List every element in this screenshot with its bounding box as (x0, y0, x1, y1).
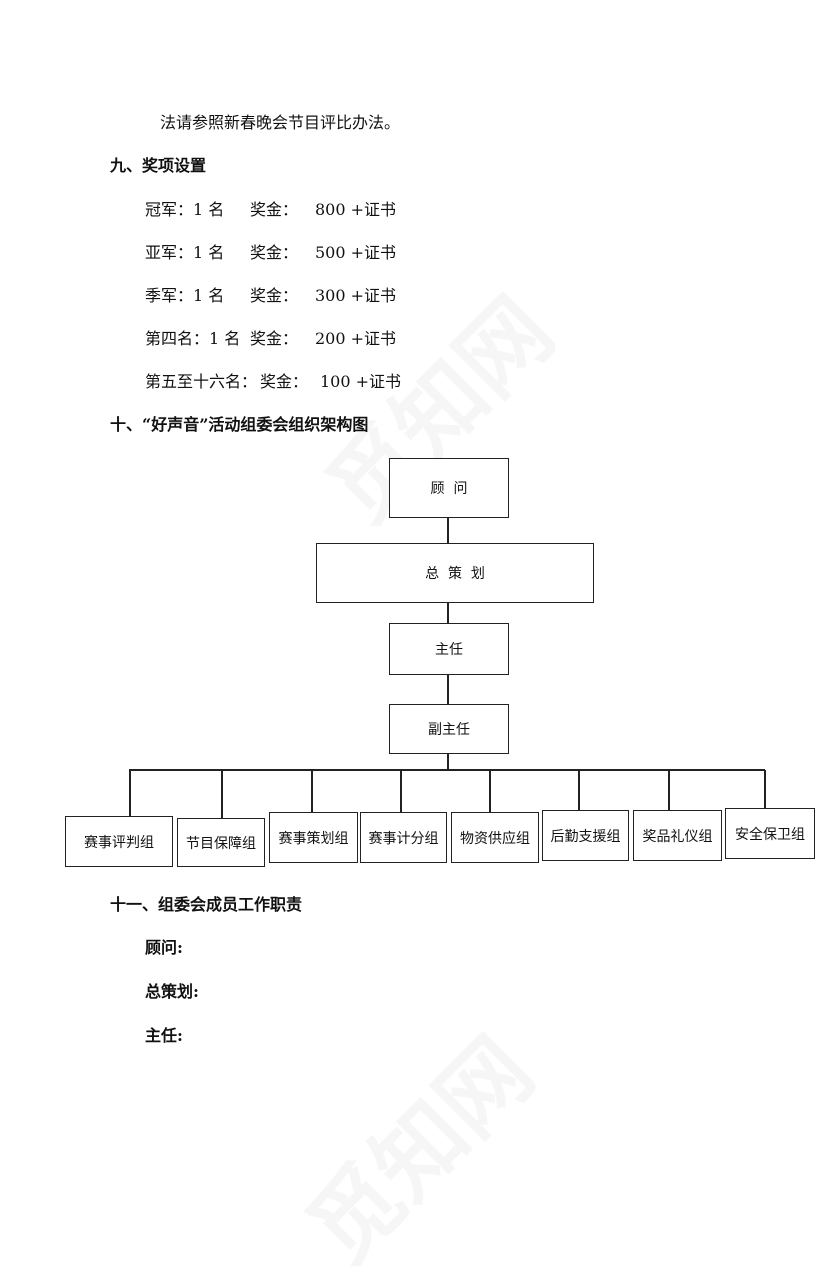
connector-line (311, 770, 313, 812)
connector-line (578, 770, 580, 810)
connector-line (129, 770, 131, 816)
org-node-chief-planner: 总 策 划 (316, 543, 594, 603)
role-chief-planner: 总策划: (145, 982, 199, 1001)
org-node-group: 赛事评判组 (65, 816, 173, 867)
award-row: 季军：1 名奖金：300 +证书 (145, 286, 397, 305)
connector-line (447, 753, 449, 770)
org-node-advisor: 顾 问 (389, 458, 509, 518)
connector-line (447, 602, 449, 624)
connector-line (400, 770, 402, 812)
intro-line: 法请参照新春晚会节目评比办法。 (160, 113, 401, 132)
section-10-title: 十、“好声音”活动组委会组织架构图 (110, 415, 369, 434)
watermark: 觅知网 (274, 1004, 557, 1286)
org-node-group: 物资供应组 (451, 812, 539, 863)
award-row: 冠军：1 名奖金：800 +证书 (145, 200, 397, 219)
connector-line (447, 674, 449, 704)
award-row: 第五至十六名：奖金：100 +证书 (145, 372, 402, 391)
org-node-group: 赛事策划组 (269, 812, 358, 863)
role-advisor: 顾问: (145, 938, 183, 957)
section-9-title: 九、奖项设置 (110, 156, 207, 175)
role-director: 主任: (145, 1026, 183, 1045)
org-node-deputy-director: 副主任 (389, 704, 509, 754)
award-row: 亚军：1 名奖金：500 +证书 (145, 243, 397, 262)
section-11-title: 十一、组委会成员工作职责 (110, 895, 303, 914)
connector-line (489, 770, 491, 812)
award-row: 第四名：1 名奖金：200 +证书 (145, 329, 397, 348)
connector-line (129, 769, 765, 771)
org-node-group: 奖品礼仪组 (633, 810, 722, 861)
org-node-group: 节目保障组 (177, 818, 265, 867)
org-node-group: 安全保卫组 (725, 808, 815, 859)
org-node-director: 主任 (389, 623, 509, 675)
connector-line (668, 770, 670, 810)
org-node-group: 后勤支援组 (542, 810, 629, 861)
connector-line (447, 517, 449, 543)
connector-line (764, 770, 766, 808)
connector-line (221, 770, 223, 818)
org-node-group: 赛事计分组 (360, 812, 447, 863)
